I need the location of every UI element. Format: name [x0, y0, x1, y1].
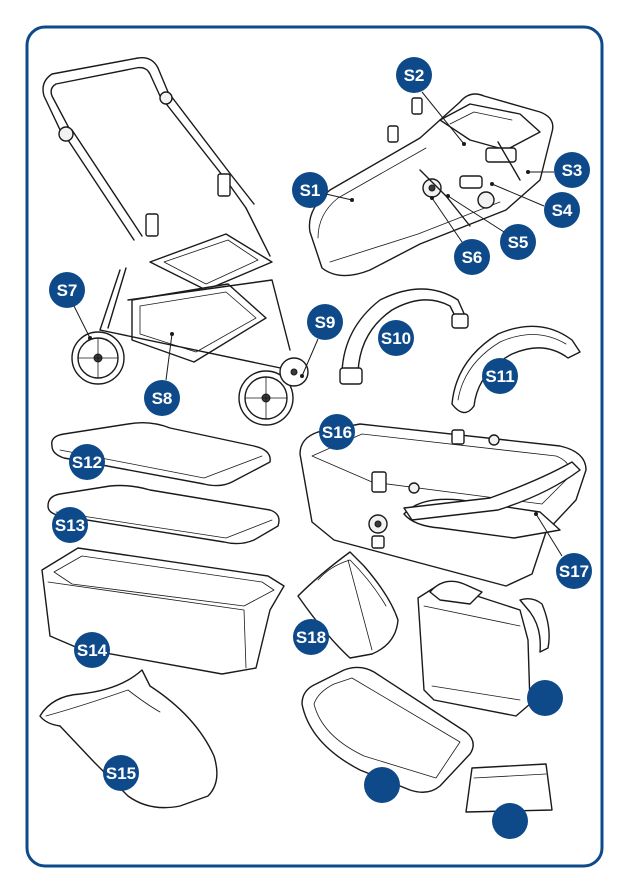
label-s17-text: S17: [559, 562, 589, 581]
label-s14-text: S14: [77, 641, 108, 660]
label-s9: S9: [300, 304, 343, 378]
label-s6-text: S6: [462, 248, 483, 267]
label-s4-text: S4: [552, 201, 573, 220]
label-s7-text: S7: [57, 281, 78, 300]
label-s7: S7: [49, 272, 92, 340]
label-s4: S4: [490, 182, 580, 228]
label-s2-text: S2: [404, 66, 425, 85]
label-s8-text: S8: [152, 389, 173, 408]
label-s2: S2: [396, 57, 466, 146]
badge-bag: [527, 680, 563, 716]
label-s3: S3: [526, 152, 590, 188]
label-s13-text: S13: [55, 516, 85, 535]
mattress-drawing: [51, 421, 271, 487]
label-s10: S10: [378, 320, 414, 356]
label-s11: S11: [482, 358, 518, 394]
apron-drawing: [39, 669, 218, 809]
diagram-frame: [25, 25, 604, 868]
label-s15-text: S15: [106, 764, 136, 783]
label-s12: S12: [69, 444, 105, 480]
stroller-chassis-drawing: [42, 57, 309, 426]
hood-piece-drawing: [297, 551, 399, 659]
label-s13: S13: [52, 507, 88, 543]
label-s10-text: S10: [381, 329, 411, 348]
badge-mat: [364, 767, 400, 803]
label-s6: S6: [430, 196, 490, 275]
small-pouch-drawing: [465, 763, 553, 813]
label-s3-text: S3: [562, 161, 583, 180]
label-s16: S16: [319, 414, 355, 450]
label-s8: S8: [144, 332, 180, 416]
label-s9-text: S9: [315, 313, 336, 332]
carrycot-drawing: [299, 423, 587, 587]
label-s14: S14: [74, 632, 110, 668]
label-s15: S15: [103, 755, 139, 791]
badge-pouch: [492, 803, 528, 839]
armbar-drawing: [339, 288, 469, 385]
label-s1-text: S1: [300, 181, 321, 200]
label-s12-text: S12: [72, 453, 102, 472]
label-s17: S17: [534, 512, 592, 589]
label-s5: S5: [446, 194, 536, 260]
changing-mat-drawing: [301, 666, 474, 793]
label-s18-text: S18: [296, 628, 326, 647]
label-s5-text: S5: [508, 233, 529, 252]
label-s16-text: S16: [322, 423, 352, 442]
label-s11-text: S11: [485, 367, 514, 386]
label-s18: S18: [293, 619, 329, 655]
label-s1: S1: [292, 172, 354, 208]
seat-unit-drawing: [308, 93, 554, 277]
bumper-cover-drawing: [451, 325, 581, 414]
